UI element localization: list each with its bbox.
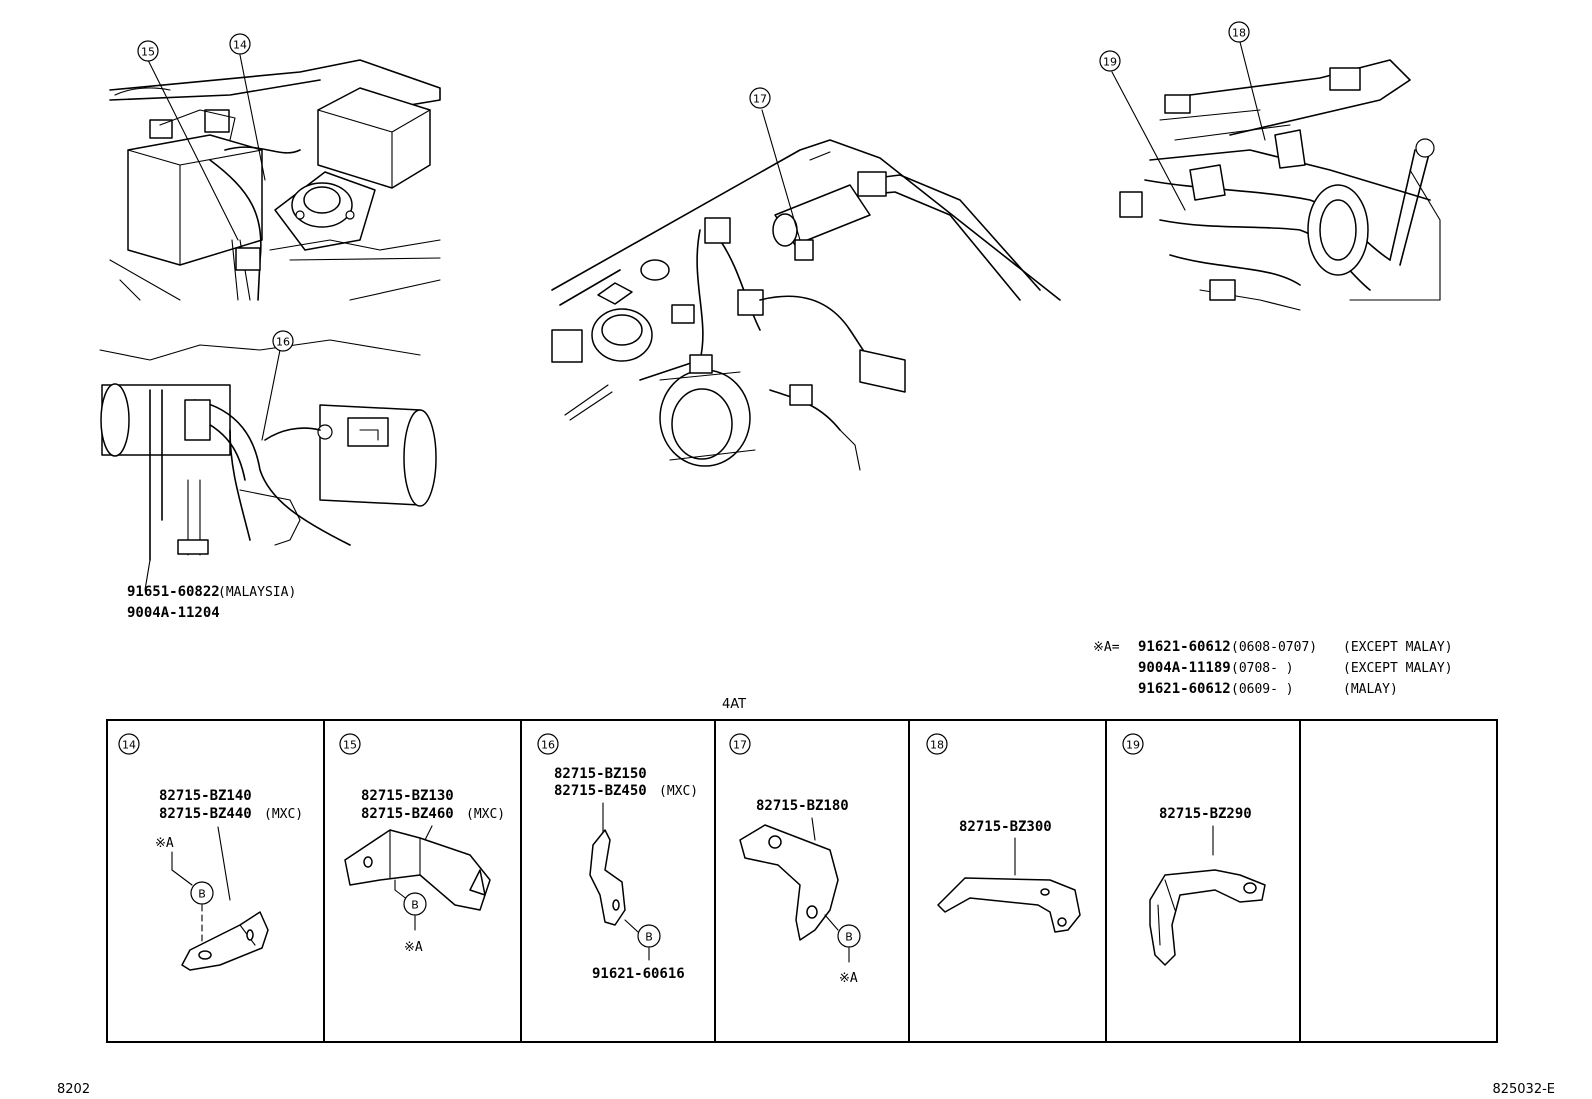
- svg-text:B: B: [845, 931, 853, 944]
- svg-text:B: B: [198, 888, 206, 901]
- svg-text:15: 15: [141, 46, 155, 59]
- cell-14-number: 14: [118, 733, 140, 755]
- note-a-line3-dates: (0609- ): [1231, 682, 1294, 697]
- svg-text:19: 19: [1126, 739, 1140, 752]
- note-a-line2-part: 9004A-11189: [1138, 660, 1231, 676]
- cell-15-b-marker: B: [403, 892, 427, 916]
- callout-19: 19: [1099, 50, 1121, 72]
- cell-19-part-1: 82715-BZ290: [1159, 806, 1252, 822]
- illustration-engine-area: [1111, 41, 1441, 311]
- callout-14: 14: [229, 33, 251, 55]
- cell-14: 14 82715-BZ140 82715-BZ440 (MXC) ※A B: [118, 733, 303, 971]
- illustration-clamp-area: [99, 339, 437, 591]
- cell-17-part-1: 82715-BZ180: [756, 798, 849, 814]
- cell-16-bolt: 91621-60616: [592, 966, 685, 982]
- note-a-block: ※A= 91621-60612 (0608-0707) (EXCEPT MALA…: [1093, 639, 1453, 697]
- callout-15: 15: [137, 40, 159, 62]
- svg-text:16: 16: [541, 739, 555, 752]
- clip-part-note: (MALAYSIA): [218, 585, 296, 600]
- callout-18: 18: [1228, 21, 1250, 43]
- svg-text:14: 14: [122, 739, 136, 752]
- svg-text:17: 17: [753, 93, 767, 106]
- cell-16-part-1: 82715-BZ150: [554, 766, 647, 782]
- cell-19: 19 82715-BZ290: [1122, 733, 1266, 966]
- cell-16-part-note: (MXC): [659, 784, 698, 799]
- footer-left: 8202: [57, 1082, 90, 1097]
- cell-17-number: 17: [729, 733, 751, 755]
- illustration-battery-area: [109, 54, 441, 301]
- cell-18-number: 18: [926, 733, 948, 755]
- footer-right: 825032-E: [1492, 1082, 1555, 1097]
- note-a-line2-dates: (0708- ): [1231, 661, 1294, 676]
- cell-15-part-2: 82715-BZ460: [361, 806, 454, 822]
- svg-text:19: 19: [1103, 56, 1117, 69]
- note-a-line3-part: 91621-60612: [1138, 681, 1231, 697]
- cell-14-part-2: 82715-BZ440: [159, 806, 252, 822]
- note-a-line3-note: (MALAY): [1343, 682, 1398, 697]
- cell-17-mark-a: ※A: [839, 971, 858, 986]
- cell-16-b-marker: B: [637, 924, 661, 948]
- svg-text:B: B: [411, 899, 419, 912]
- cell-19-number: 19: [1122, 733, 1144, 755]
- cell-15-mark-a: ※A: [404, 940, 423, 955]
- cell-16: 16 82715-BZ150 82715-BZ450 (MXC) B 91621…: [537, 733, 698, 982]
- svg-text:17: 17: [733, 739, 747, 752]
- cell-18-part-1: 82715-BZ300: [959, 819, 1052, 835]
- note-a-line2-note: (EXCEPT MALAY): [1343, 661, 1453, 676]
- cell-15-part-note: (MXC): [466, 807, 505, 822]
- cell-15-part-1: 82715-BZ130: [361, 788, 454, 804]
- cell-17-b-marker: B: [837, 924, 861, 948]
- svg-text:18: 18: [1232, 27, 1246, 40]
- cell-14-part-note: (MXC): [264, 807, 303, 822]
- clip-part-number-alt: 9004A-11204: [127, 605, 220, 621]
- note-a-prefix: ※A=: [1093, 640, 1120, 655]
- cell-14-mark-a: ※A: [155, 836, 174, 851]
- illustration-transmission-area: [551, 109, 1061, 471]
- note-a-line1-note: (EXCEPT MALAY): [1343, 640, 1453, 655]
- svg-text:16: 16: [276, 336, 290, 349]
- cell-18: 18 82715-BZ300: [926, 733, 1081, 933]
- svg-text:18: 18: [930, 739, 944, 752]
- note-a-line1-part: 91621-60612: [1138, 639, 1231, 655]
- parts-table: [106, 719, 1498, 1043]
- cell-14-part-1: 82715-BZ140: [159, 788, 252, 804]
- cell-17: 17 82715-BZ180 B ※A: [729, 733, 861, 986]
- table-header: 4AT: [722, 697, 746, 712]
- cell-16-part-2: 82715-BZ450: [554, 783, 647, 799]
- callout-17: 17: [749, 87, 771, 109]
- svg-text:15: 15: [343, 739, 357, 752]
- svg-text:B: B: [645, 931, 653, 944]
- clip-part-number: 91651-60822: [127, 584, 220, 600]
- cell-16-number: 16: [537, 733, 559, 755]
- note-a-line1-dates: (0608-0707): [1231, 640, 1317, 655]
- cell-14-b-marker: B: [190, 881, 214, 905]
- callout-16: 16: [272, 330, 294, 352]
- cell-15-number: 15: [339, 733, 361, 755]
- svg-text:14: 14: [233, 39, 247, 52]
- cell-15: 15 82715-BZ130 82715-BZ460 (MXC) B ※A: [339, 733, 505, 955]
